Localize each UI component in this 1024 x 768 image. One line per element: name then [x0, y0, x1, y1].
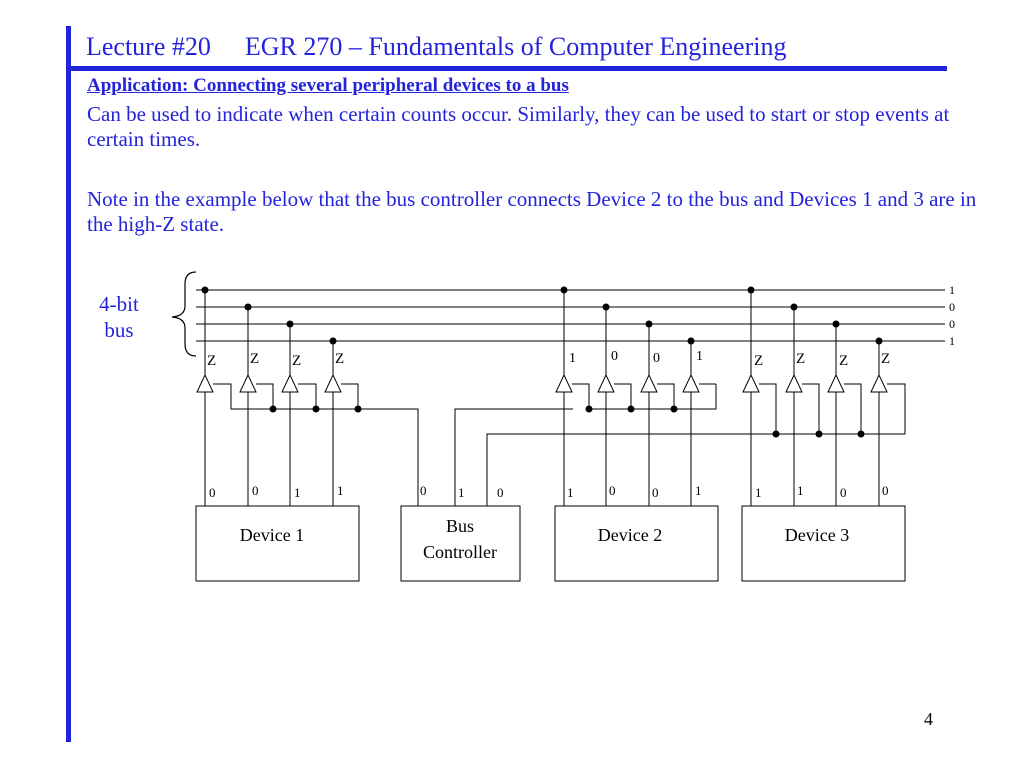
bus-controller-box [400, 505, 521, 582]
paragraph-1: Can be used to indicate when certain cou… [87, 102, 950, 151]
device-3-box [741, 505, 906, 582]
junction-dot [790, 303, 798, 311]
bus-value-1: 0 [949, 300, 955, 314]
junction-dot [244, 303, 252, 311]
device1-buffer-out-2: Z [292, 353, 301, 369]
device-1-label: Device 1 [240, 525, 304, 545]
junction-dot [815, 430, 823, 438]
junction-dot [329, 337, 337, 345]
device3-input-0: 1 [755, 485, 762, 500]
device1-buffer-out-1: Z [250, 351, 259, 367]
junction-dot [585, 405, 593, 413]
device1-buffer-out-0: Z [207, 353, 216, 369]
lecture-number: Lecture #20 [86, 32, 211, 61]
junction-dot [269, 405, 277, 413]
device1-input-3: 1 [337, 483, 344, 498]
device3-buffer-out-2: Z [839, 353, 848, 369]
title-underline-bar [66, 66, 947, 71]
junction-dot [687, 337, 695, 345]
junction-dot [772, 430, 780, 438]
left-accent-bar [66, 26, 71, 742]
device1-input-0: 0 [209, 485, 216, 500]
device2-input-0: 1 [567, 485, 574, 500]
tristate-buffer-icon [827, 373, 845, 393]
junction-dot [857, 430, 865, 438]
device-2-box [554, 505, 719, 582]
bus-value-0: 1 [949, 283, 955, 297]
tristate-buffer-icon [324, 373, 342, 393]
junction-dot [832, 320, 840, 328]
device2-input-2: 0 [652, 485, 659, 500]
bus-value-3: 1 [949, 334, 955, 348]
device3-buffer-out-3: Z [881, 351, 890, 367]
tristate-buffer-icon [742, 373, 760, 393]
junction-dot [875, 337, 883, 345]
junction-dot [747, 286, 755, 294]
controller-output-2: 0 [497, 485, 504, 500]
tristate-buffer-icon [196, 373, 214, 393]
junction-dot [670, 405, 678, 413]
bus-lines [196, 289, 945, 342]
device3-input-2: 0 [840, 485, 847, 500]
controller-label-line1: Bus [446, 516, 474, 536]
bus-label-line1: 4-bit [99, 292, 139, 316]
device3-buffer-out-1: Z [796, 351, 805, 367]
device1-input-2: 1 [294, 485, 301, 500]
slide-title: Lecture #20 EGR 270 – Fundamentals of Com… [86, 32, 786, 62]
course-name: EGR 270 – Fundamentals of Computer Engin… [244, 32, 787, 61]
device-3-label: Device 3 [785, 525, 849, 545]
device-2-group [555, 290, 717, 506]
paragraph-2: Note in the example below that the bus c… [87, 187, 977, 236]
device-1-group [196, 290, 419, 506]
device3-buffer-out-0: Z [754, 353, 763, 369]
device2-input-3: 1 [695, 483, 702, 498]
device2-buffer-out-3: 1 [696, 349, 703, 364]
bus-label-line2: bus [104, 318, 133, 342]
tristate-buffer-icon [870, 373, 888, 393]
junction-dot [286, 320, 294, 328]
device2-buffer-out-2: 0 [653, 351, 660, 366]
page-number: 4 [924, 709, 933, 729]
device3-input-1: 1 [797, 483, 804, 498]
junction-dot [312, 405, 320, 413]
controller-output-1: 1 [458, 485, 465, 500]
junction-dot [627, 405, 635, 413]
bus-brace [171, 271, 197, 357]
junction-dot [602, 303, 610, 311]
device-3-group [742, 290, 888, 506]
tristate-buffer-icon [239, 373, 257, 393]
tristate-buffer-icon [281, 373, 299, 393]
slide-subtitle: Application: Connecting several peripher… [87, 75, 569, 96]
device2-buffer-out-0: 1 [569, 351, 576, 366]
controller-label-line2: Controller [423, 542, 497, 562]
tristate-buffer-icon [597, 373, 615, 393]
controller-output-0: 0 [420, 483, 427, 498]
device1-buffer-out-3: Z [335, 351, 344, 367]
junction-dot [354, 405, 362, 413]
device3-input-3: 0 [882, 483, 889, 498]
device1-input-1: 0 [252, 483, 259, 498]
junction-dot [560, 286, 568, 294]
device-1-box [195, 505, 360, 582]
device-2-label: Device 2 [598, 525, 662, 545]
tristate-buffer-icon [555, 373, 573, 393]
tristate-buffer-icon [640, 373, 658, 393]
bus-value-2: 0 [949, 317, 955, 331]
tristate-buffer-icon [682, 373, 700, 393]
device2-buffer-out-1: 0 [611, 349, 618, 364]
junction-dot [201, 286, 209, 294]
device2-input-1: 0 [609, 483, 616, 498]
tristate-buffer-icon [785, 373, 803, 393]
junction-dot [645, 320, 653, 328]
